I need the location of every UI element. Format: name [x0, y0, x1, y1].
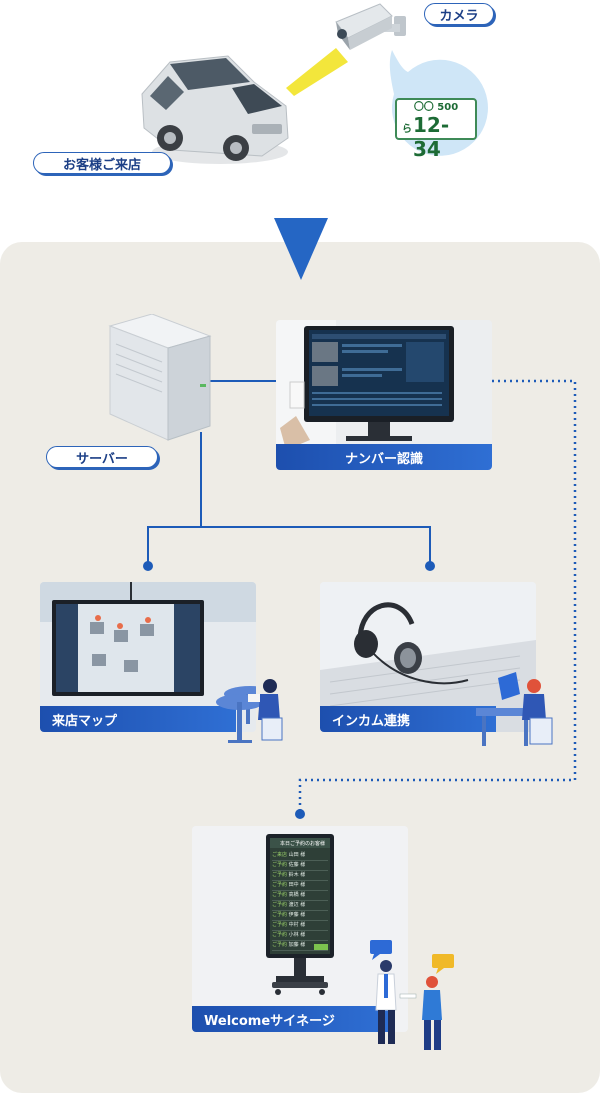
server-icon	[108, 314, 212, 441]
customer-arrival-label: お客様ご来店	[33, 152, 171, 174]
signage-row-text: 高橋 様	[288, 892, 306, 898]
signage-row-text: 加藤 様	[288, 942, 306, 948]
signage-row-text: 山田 様	[288, 852, 306, 858]
signage-row-text: 伊藤 様	[288, 912, 306, 918]
signage-row-text: 鈴木 様	[288, 872, 306, 878]
signage-row: ご予約 高橋 様	[272, 891, 328, 901]
server-label-text: サーバー	[76, 451, 128, 467]
signage-row: ご予約 小林 様	[272, 931, 328, 941]
signage-row-text: 渡辺 様	[288, 902, 306, 908]
visit-map-label: 来店マップ	[40, 706, 236, 732]
number-recognition-card: ナンバー認識	[276, 320, 492, 470]
signage-row: ご予約 田中 様	[272, 881, 328, 891]
camera-label: カメラ	[424, 3, 494, 25]
server-label: サーバー	[46, 446, 158, 468]
welcome-signage-card: 本日ご予約のお客様 ご来店 山田 様 ご予約 佐藤 様 ご予約 鈴木 様 ご予約…	[192, 826, 408, 1032]
camera-light-beam	[286, 48, 348, 96]
welcome-signage-label: Welcomeサイネージ	[192, 1006, 388, 1032]
plate-top-text: 〇〇 500	[413, 102, 459, 113]
number-recognition-text: ナンバー認識	[344, 451, 423, 467]
signage-row: ご予約 中村 様	[272, 921, 328, 931]
camera-label-text: カメラ	[439, 8, 479, 24]
signage-row: ご来店 山田 様	[272, 851, 328, 861]
map-operator-figure	[216, 679, 283, 743]
signage-row-text: 小林 様	[288, 932, 306, 938]
signage-row: ご予約 加藤 様	[272, 941, 328, 951]
signage-row: ご予約 伊藤 様	[272, 911, 328, 921]
visit-map-text: 来店マップ	[52, 713, 118, 729]
signage-row: ご予約 佐藤 様	[272, 861, 328, 871]
plate-number: 12-34	[413, 113, 450, 161]
intercom-operator-figure	[476, 672, 553, 746]
number-recognition-label: ナンバー認識	[276, 444, 492, 470]
signage-row-text: 佐藤 様	[288, 862, 306, 868]
welcome-signage-text: Welcomeサイネージ	[204, 1013, 335, 1029]
visit-map-card: 来店マップ	[40, 582, 256, 732]
signage-row-text: 中村 様	[288, 922, 306, 928]
customer-arrival-text: お客様ご来店	[62, 157, 141, 173]
signage-row: ご予約 鈴木 様	[272, 871, 328, 881]
down-arrow-icon	[274, 218, 328, 280]
signage-row-text: 田中 様	[288, 882, 306, 888]
car-icon	[141, 55, 289, 164]
plate-prefix: ら	[402, 124, 412, 135]
signage-row: ご予約 渡辺 様	[272, 901, 328, 911]
intercom-text: インカム連携	[332, 713, 411, 729]
signage-rows: ご来店 山田 様 ご予約 佐藤 様 ご予約 鈴木 様 ご予約 田中 様 ご予約 …	[272, 851, 328, 951]
license-plate: 〇〇 500 ら 12-34	[395, 98, 477, 161]
staff-customer-figures	[370, 940, 454, 1050]
signage-header: 本日ご予約のお客様	[280, 841, 326, 847]
intercom-label: インカム連携	[320, 706, 496, 732]
camera-icon	[335, 3, 406, 50]
